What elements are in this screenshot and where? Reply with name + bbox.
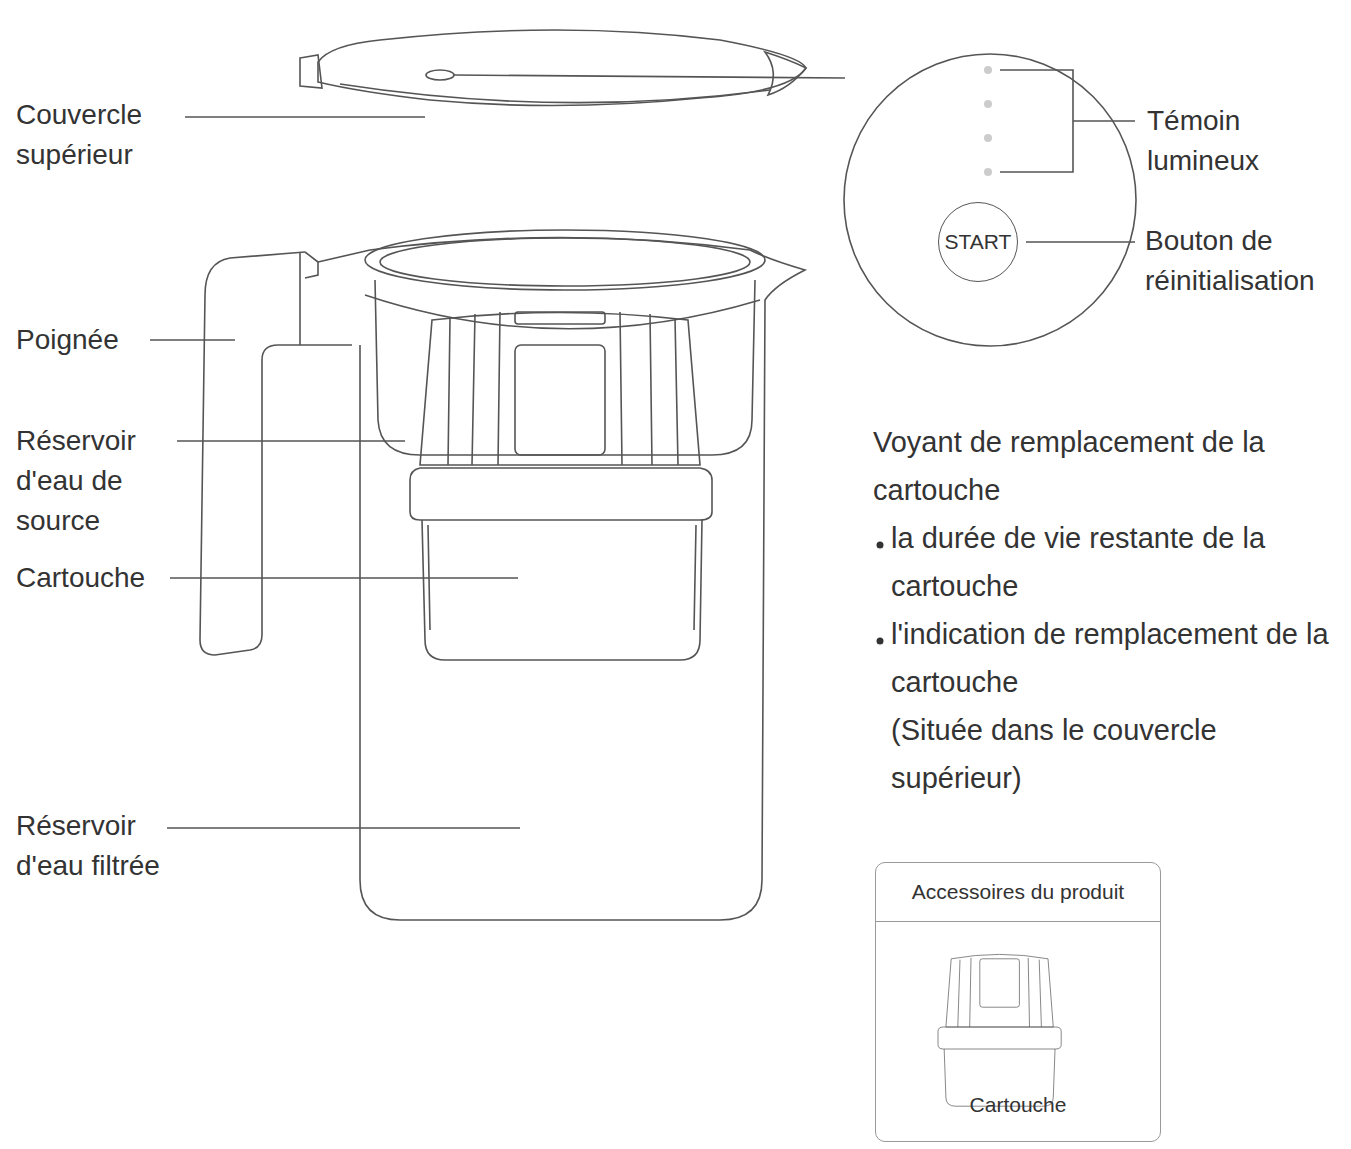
part-label: Cartouche (16, 558, 196, 598)
part-label: Réservoir d'eau de source (16, 421, 166, 541)
part-label: la durée de vie restante de la cartouche (891, 514, 1331, 610)
reset-button: START (938, 202, 1019, 283)
part-label: Réservoir d'eau filtrée (16, 806, 194, 886)
part-label: Bouton de réinitialisation (1145, 221, 1351, 301)
part-label: (Située dans le couvercle supérieur) (891, 706, 1311, 802)
accessory-box: Accessoires du produitCartouche (875, 862, 1161, 1142)
part-label: l'indication de remplacement de la carto… (891, 610, 1331, 706)
node-text: Cartouche (876, 1093, 1160, 1117)
node-title: START (945, 230, 1012, 254)
part-label: Couvercle supérieur (16, 95, 191, 175)
part-label: Poignée (16, 320, 176, 360)
part-label: Témoin lumineux (1147, 101, 1307, 181)
part-label: Voyant de remplacement de la cartouche (873, 418, 1318, 514)
node-title: Accessoires du produit (876, 863, 1160, 922)
